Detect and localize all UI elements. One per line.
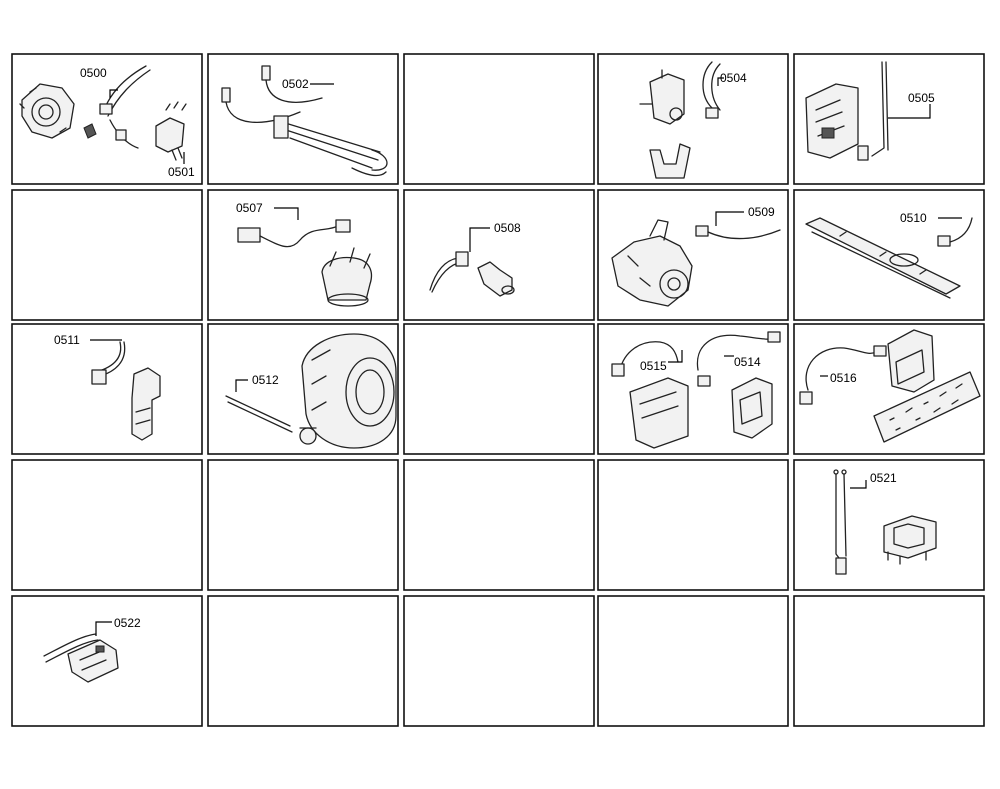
leader-0504 [717,77,724,86]
cell-r3-c2-parts: 0512 [225,333,397,449]
cell-r4-c5-parts: 0521 [833,469,937,575]
wire-harness-icon [695,225,781,240]
leader-0508 [469,227,490,252]
wire-harness-icon [43,633,99,663]
label-0516: 0516 [830,371,857,385]
wire-harness-icon [799,345,887,405]
cell-r5-c4 [597,595,789,727]
leader-0505 [888,104,931,119]
leader-0512 [235,379,248,392]
label-0505: 0505 [908,91,935,105]
label-0501: 0501 [168,165,195,179]
circuit-board-icon [67,639,119,683]
cell-r2-c4-parts: 0509 [611,205,781,307]
leader-0507 [274,207,299,220]
control-module-icon [805,83,859,159]
label-0500: 0500 [80,66,107,80]
wire-harness-icon [833,469,847,575]
cell-r4-c4 [597,459,789,591]
label-0508: 0508 [494,221,521,235]
wire-harness-icon [221,65,323,123]
leader-0515 [668,350,683,363]
cell-r1-c4-parts: 0504 [639,61,747,179]
cell-r4-c3 [403,459,595,591]
tub-icon [301,333,397,449]
housing-icon [731,377,773,439]
label-0509: 0509 [748,205,775,219]
valve-icon [639,69,685,125]
label-0515: 0515 [640,359,667,373]
label-0510: 0510 [900,211,927,225]
cell-r5-c2 [207,595,399,727]
sensor-housing-icon [321,247,373,307]
wire-harness-icon [611,331,781,387]
sensor-plug-icon [477,261,515,297]
wire-harness-icon [429,251,469,293]
label-0502: 0502 [282,77,309,91]
connector-block-icon [155,101,187,161]
cell-r3-c4-parts: 0515 0514 [611,331,781,449]
cell-r3-c5-parts: 0516 [799,329,981,443]
cell-r1-c2-parts: 0502 [221,65,388,177]
label-0507: 0507 [236,201,263,215]
cell-r2-c2-parts: 0507 [236,201,373,307]
bracket-icon [649,143,691,179]
sensor-plug-icon [131,367,161,441]
sensor-rod-icon [225,395,317,445]
cell-r3-c3 [403,323,595,455]
cell-r5-c3 [403,595,595,727]
cell-r2-c3-parts: 0508 [429,221,521,297]
switch-block-icon [883,515,937,565]
label-0504: 0504 [720,71,747,85]
cell-r5-c5 [793,595,985,727]
label-0522: 0522 [114,616,141,630]
heating-element-icon [273,115,388,177]
housing-icon [887,329,935,393]
leader-0522 [95,621,112,636]
wire-harness-icon [937,217,973,247]
wire-harness-icon [857,61,889,161]
label-0512: 0512 [252,373,279,387]
leader-0509 [715,211,744,226]
label-0514: 0514 [734,355,761,369]
cell-r4-c2 [207,459,399,591]
control-module-icon [629,377,689,449]
cell-r1-c4 [597,53,789,185]
cell-r1-c5-parts: 0505 [805,61,935,161]
cell-r2-c3 [403,189,595,321]
cell-r1-c1-parts: 0500 0501 [19,65,195,179]
pump-motor-icon [19,83,97,139]
cell-r1-c3 [403,53,595,185]
circuit-board-icon [873,371,981,443]
leader-0521 [850,480,867,489]
cell-r4-c1 [11,459,203,591]
cell-r3-c1-parts: 0511 [54,333,161,441]
cell-r1-c2 [207,53,399,185]
drain-pump-icon [611,219,693,307]
cell-r5-c1-parts: 0522 [43,616,141,683]
leader-0500 [109,89,118,98]
wire-harness-icon [99,65,151,149]
cell-r2-c4 [597,189,789,321]
wire-harness-icon [702,61,721,119]
label-0511: 0511 [54,333,80,347]
cell-r3-c1 [11,323,203,455]
cell-r2-c1 [11,189,203,321]
rail-bracket-icon [805,217,961,299]
wire-harness-icon [91,341,126,385]
cell-r2-c5-parts: 0510 [805,211,973,299]
label-0521: 0521 [870,471,897,485]
wire-harness-icon [237,219,351,248]
